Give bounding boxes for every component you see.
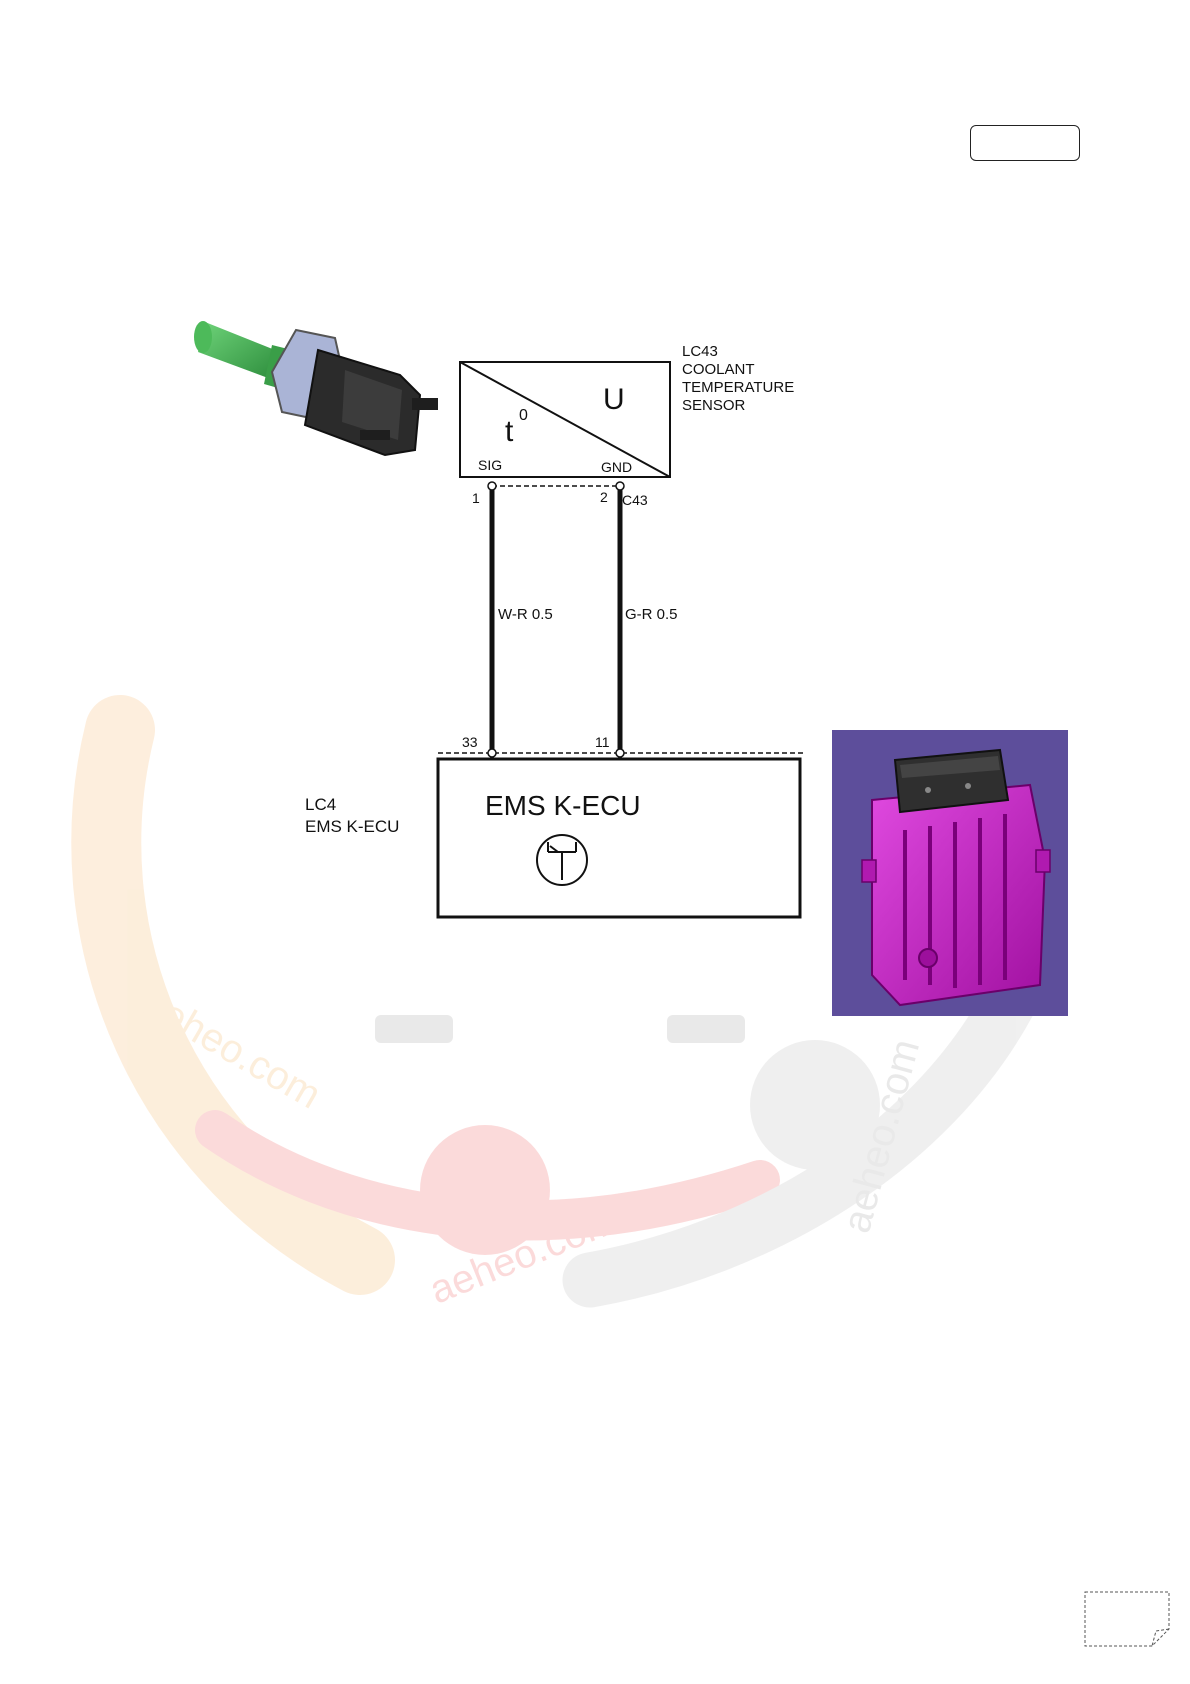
- sensor-connector-id: C43: [622, 492, 648, 508]
- coolant-sensor-illustration: [194, 321, 438, 455]
- sensor-pin-gnd-label: GND: [601, 459, 632, 475]
- ecu-pin-33-number: 33: [462, 734, 478, 750]
- sig-wire-label: W-R 0.5: [498, 606, 553, 623]
- sensor-id: LC43: [682, 343, 718, 360]
- sensor-box: t 0 U SIG GND: [460, 362, 670, 477]
- ecu-pin-11-number: 11: [595, 734, 610, 750]
- sensor-label: LC43 COOLANT TEMPERATURE SENSOR: [682, 343, 794, 414]
- sensor-symbol-u: U: [603, 383, 625, 416]
- ecu-pin-33: [488, 749, 496, 757]
- sensor-symbol-t-sup: 0: [519, 407, 528, 424]
- sensor-pin-1: [488, 482, 496, 490]
- page-curl-icon: [1084, 1591, 1170, 1647]
- ecu-box: EMS K-ECU: [438, 759, 800, 917]
- sensor-symbol-t: t: [505, 415, 514, 448]
- ecu-name: EMS K-ECU: [305, 817, 399, 836]
- sensor-pin-2-number: 2: [600, 489, 608, 505]
- sensor-pin-sig-label: SIG: [478, 457, 502, 473]
- ecu-box-title: EMS K-ECU: [485, 790, 641, 821]
- sensor-name-line1: COOLANT: [682, 361, 755, 378]
- ecu-id: LC4: [305, 795, 336, 814]
- ecu-pin-11: [616, 749, 624, 757]
- gnd-wire-label: G-R 0.5: [625, 606, 678, 623]
- transistor-icon: [537, 835, 587, 885]
- sensor-name-line2: TEMPERATURE: [682, 379, 794, 396]
- sensor-pin-1-number: 1: [472, 490, 480, 506]
- sensor-name-line3: SENSOR: [682, 397, 746, 414]
- sensor-pin-2: [616, 482, 624, 490]
- ecu-illustration: [832, 730, 1068, 1016]
